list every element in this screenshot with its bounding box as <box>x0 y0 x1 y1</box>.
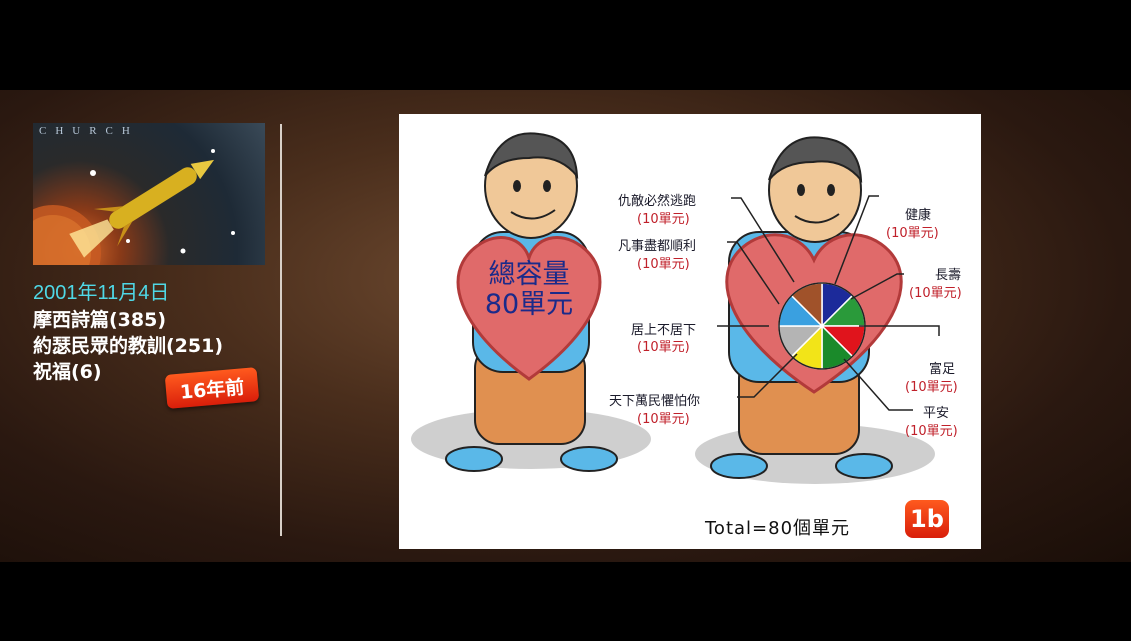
sermon-thumbnail[interactable]: CHURCH <box>33 123 265 265</box>
vertical-divider <box>280 124 282 536</box>
left-shoe-r <box>560 446 618 472</box>
unit-all-prosper: (10單元) <box>637 257 690 272</box>
sermon-title-3[interactable]: 祝福(6) <box>33 361 102 383</box>
slide-number-badge: 1b <box>905 500 949 538</box>
rocket-illustration <box>33 149 235 265</box>
heart-capacity-line2: 80單元 <box>484 289 574 320</box>
label-nations-fear: 天下萬民懼怕你 <box>609 394 701 409</box>
unit-enemies-flee: (10單元) <box>637 212 690 227</box>
heart-capacity-line1: 總容量 <box>488 259 570 290</box>
left-hair <box>484 132 579 179</box>
label-health: 健康 <box>905 208 932 223</box>
left-heart <box>456 236 602 381</box>
slide-illustration <box>411 132 940 484</box>
left-shoe-l <box>445 446 503 472</box>
right-shoe-r <box>835 453 893 479</box>
unit-above-not-below: (10單元) <box>637 340 690 355</box>
sermon-date: 2001年11月4日 <box>33 282 170 304</box>
label-longevity: 長壽 <box>935 268 962 283</box>
unit-nations-fear: (10單元) <box>637 412 690 427</box>
right-hair <box>768 136 863 183</box>
sermon-title-2[interactable]: 約瑟民眾的教訓(251) <box>33 335 224 357</box>
unit-longevity: (10單元) <box>909 286 962 301</box>
label-above-not-below: 居上不居下 <box>631 323 697 338</box>
leader-lines <box>717 195 940 411</box>
label-all-prosper: 凡事盡都順利 <box>618 239 697 254</box>
unit-peace: (10單元) <box>905 424 958 439</box>
thumbnail-text: CHURCH <box>39 125 139 137</box>
heart-capacity: 總容量 80單元 <box>459 260 599 320</box>
bottom-letterbox <box>0 562 1131 641</box>
top-letterbox <box>0 0 1131 90</box>
unit-health: (10單元) <box>886 226 939 241</box>
blessings-pie-chart <box>778 282 866 370</box>
label-enemies-flee: 仇敵必然逃跑 <box>618 194 697 209</box>
right-shoe-l <box>710 453 768 479</box>
sermon-slide: 總容量 80單元 仇敵必然逃跑 (10單元) 凡事盡都順利 (10單元) 居上不… <box>399 114 981 549</box>
label-peace: 平安 <box>923 406 950 421</box>
sermon-title-1[interactable]: 摩西詩篇(385) <box>33 309 167 331</box>
unit-wealth: (10單元) <box>905 380 958 395</box>
total-units: Total=80個單元 <box>705 518 851 539</box>
label-wealth: 富足 <box>929 362 956 377</box>
